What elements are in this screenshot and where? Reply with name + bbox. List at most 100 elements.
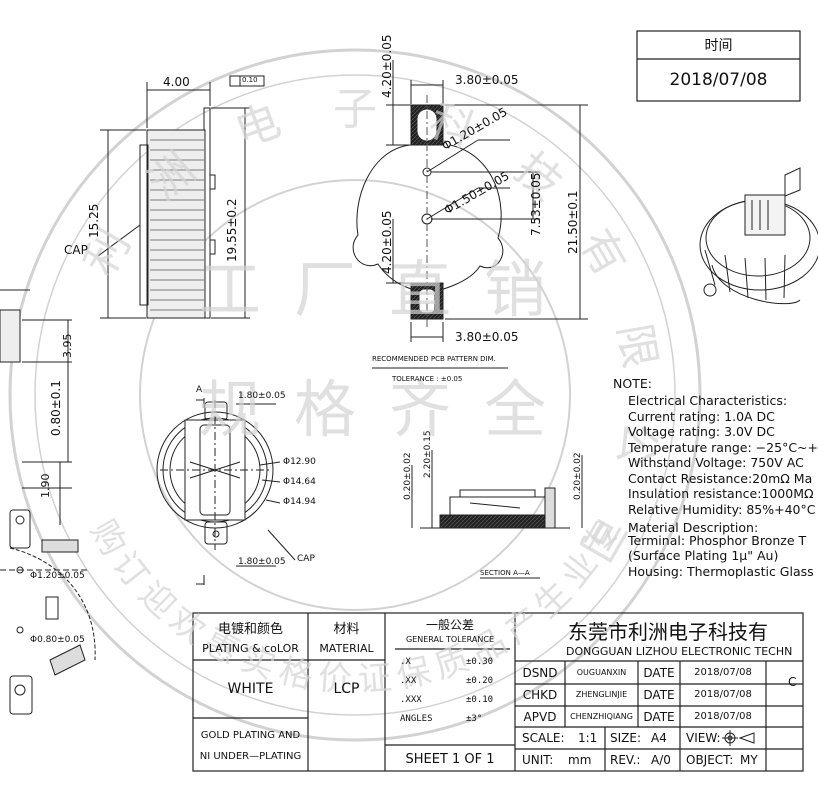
scale-label: SCALE: <box>522 731 565 745</box>
dim-phi1494: Φ14.94 <box>283 497 316 507</box>
rev-value: A/0 <box>651 753 671 767</box>
note-line: Contact Resistance:20mΩ Ma <box>628 470 813 486</box>
note-line: Voltage rating: 3.0V DC <box>628 424 775 439</box>
plating-cn: 电镀和颜色 <box>217 621 283 637</box>
watermark-char: 全 <box>484 373 547 446</box>
watermark-seal <box>8 48 702 742</box>
dim-020b: 0.20±0.02 <box>573 452 583 500</box>
title-block-frame <box>192 612 804 772</box>
date-box-date: 2018/07/08 <box>669 70 768 90</box>
object-value: MY <box>740 753 758 767</box>
signature-date-label: DATE <box>643 665 675 680</box>
dim-phi080-left: Φ0.80±0.05 <box>30 635 85 645</box>
tolerance-value: ±3° <box>466 714 483 724</box>
watermark-char: 格 <box>294 373 357 446</box>
color-value: WHITE <box>227 681 274 697</box>
signature-role: DSND <box>522 665 558 680</box>
cap-label-bottom: CAP <box>297 554 315 564</box>
dim-220: 2.20±0.15 <box>423 430 433 478</box>
side-view <box>97 75 265 319</box>
pcb-pattern <box>352 60 588 369</box>
view-label: VIEW: <box>686 731 721 745</box>
note-title: NOTE: <box>613 376 652 391</box>
pcb-tolerance: TOLERANCE : ±0.05 <box>392 375 463 383</box>
note-line: Terminal: Phosphor Bronze T <box>628 532 807 548</box>
material-cn: 材料 <box>333 621 360 637</box>
company-en: DONGGUAN LIZHOU ELECTRONIC TECHN <box>566 645 793 658</box>
note-line: Temperature range: −25°C~+ <box>628 439 818 455</box>
tolerance-value: ±0.10 <box>466 695 494 705</box>
material-en: MATERIAL <box>319 641 374 655</box>
tolerance-key: ANGLES <box>400 714 433 724</box>
tolerance-en: GENERAL TOLERANCE <box>405 634 495 644</box>
unit-value: mm <box>568 753 592 767</box>
dim-body-height: 15.25 <box>87 203 101 238</box>
left-footprint <box>0 509 96 715</box>
object-label: OBJECT: <box>686 753 734 767</box>
dim-phi1464: Φ14.64 <box>283 477 316 487</box>
note-line: Electrical Characteristics: <box>628 393 788 408</box>
dim-180-bot: 1.80±0.05 <box>238 557 286 567</box>
tolerance-value: ±0.20 <box>466 676 494 686</box>
signature-date-label: DATE <box>643 709 675 724</box>
material-value: LCP <box>333 681 360 697</box>
watermark-char: 齐 <box>389 373 452 446</box>
watermark-char: 厂 <box>294 253 357 326</box>
dim-2150: 21.50±0.1 <box>566 190 580 255</box>
plating-note-2: NI UNDER—PLATING <box>199 750 302 762</box>
note-line: Material Description: <box>628 520 759 535</box>
date-box-header: 时间 <box>704 38 733 54</box>
cut-char: C <box>788 675 797 689</box>
note-line: Current rating: 1.0A DC <box>628 408 775 424</box>
dim-190: 1.90 <box>39 473 52 499</box>
size-label: SIZE: <box>610 731 642 745</box>
note-line: Withstand Voltage: 750V AC <box>628 455 804 470</box>
signature-date: 2018/07/08 <box>694 689 752 700</box>
cap-label-side: CAP <box>64 243 88 257</box>
signature-name: ZHENGLINJIE <box>575 690 628 699</box>
scale-value: 1:1 <box>578 731 598 745</box>
technical-drawing <box>0 30 818 772</box>
tolerance-key: .XX <box>400 676 417 686</box>
signature-name: OUGUANXIN <box>576 668 627 677</box>
signature-date: 2018/07/08 <box>694 711 752 722</box>
signature-name: CHENZHIQIANG <box>570 712 633 721</box>
dim-420-mid: 4.20±0.05 <box>380 210 394 275</box>
tolerance-cn: 一般公差 <box>425 617 474 632</box>
plating-en: PLATING & coLOR <box>202 641 299 655</box>
dim-420-top: 4.20±0.05 <box>380 34 394 99</box>
dim-753: 7.53±0.05 <box>529 172 543 237</box>
rev-label: REV.: <box>610 753 641 767</box>
dim-phi1290: Φ12.90 <box>283 457 316 467</box>
section-marker: A <box>196 385 203 395</box>
tolerance-value: ±0.30 <box>466 657 494 667</box>
watermark-char: 限 <box>607 319 666 372</box>
note-line: (Surface Plating 1μ" Au) <box>628 548 779 563</box>
edge-view <box>0 289 72 525</box>
dim-width: 4.00 <box>163 75 190 89</box>
dim-total-height: 19.55±0.2 <box>225 198 239 263</box>
dim-380-bot: 3.80±0.05 <box>455 330 519 344</box>
note-line: Insulation resistance:1000MΩ <box>628 486 814 501</box>
section-a-a <box>411 450 583 579</box>
dim-180-top: 1.80±0.05 <box>238 391 286 401</box>
company-cn: 东莞市利洲电子科技有 <box>568 620 768 644</box>
section-label: SECTION A—A <box>480 569 530 577</box>
signature-role: CHKD <box>522 687 558 702</box>
projection-symbol <box>722 730 755 746</box>
signature-date: 2018/07/08 <box>694 667 752 678</box>
sheet-label: SHEET 1 OF 1 <box>405 752 495 767</box>
watermark-char: 直 <box>389 253 452 326</box>
bottom-view <box>156 398 296 585</box>
dim-phi120-left: Φ1.20±0.05 <box>30 571 85 581</box>
watermark-char: 工 <box>199 253 262 326</box>
pcb-title: RECOMMENDED PCB PATTERN DIM. <box>372 355 496 363</box>
signature-date-label: DATE <box>643 687 675 702</box>
signature-role: APVD <box>523 709 557 724</box>
dim-flatness: 0.10 <box>242 76 258 84</box>
watermark-char: 规 <box>199 373 262 446</box>
dim-020a: 0.20±0.02 <box>403 452 413 500</box>
tolerance-key: .X <box>400 657 411 667</box>
note-line: Relative Humidity: 85%+40°C <box>628 501 816 517</box>
watermark-char: 子 <box>333 84 377 135</box>
